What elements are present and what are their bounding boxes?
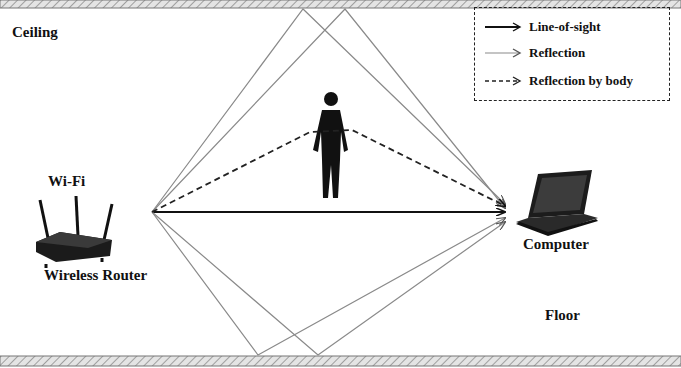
surface-label: Ceiling	[12, 23, 58, 41]
person-silhouette	[313, 92, 348, 198]
floor-band	[0, 356, 681, 366]
router-icon	[36, 196, 112, 268]
legend-line-sample	[483, 45, 523, 61]
device-label: Computer	[523, 235, 589, 253]
reflection-path	[152, 9, 505, 212]
router-node: Wi-FiWireless Router	[24, 170, 152, 288]
laptop-icon	[516, 170, 598, 236]
legend-entry: Reflection by body	[475, 70, 665, 92]
reflection-path	[152, 9, 505, 212]
legend-text: Reflection by body	[529, 72, 633, 90]
legend-line-sample	[483, 73, 523, 89]
surface-label: Floor	[545, 306, 580, 324]
device-label: Wi-Fi	[48, 172, 85, 190]
legend-entry: Line-of-sight	[475, 16, 665, 38]
reflection-path	[152, 212, 505, 355]
legend-box: Line-of-sightReflectionReflection by bod…	[474, 7, 670, 101]
reflection-path	[152, 212, 505, 355]
device-label: Wireless Router	[44, 266, 147, 284]
legend-line-sample	[483, 19, 523, 35]
computer-node: Computer	[505, 168, 593, 256]
legend-text: Line-of-sight	[529, 18, 601, 36]
legend-text: Reflection	[529, 44, 585, 62]
body-reflection-path	[152, 130, 505, 212]
line-of-sight-path	[152, 211, 505, 213]
legend-entry: Reflection	[475, 42, 665, 64]
